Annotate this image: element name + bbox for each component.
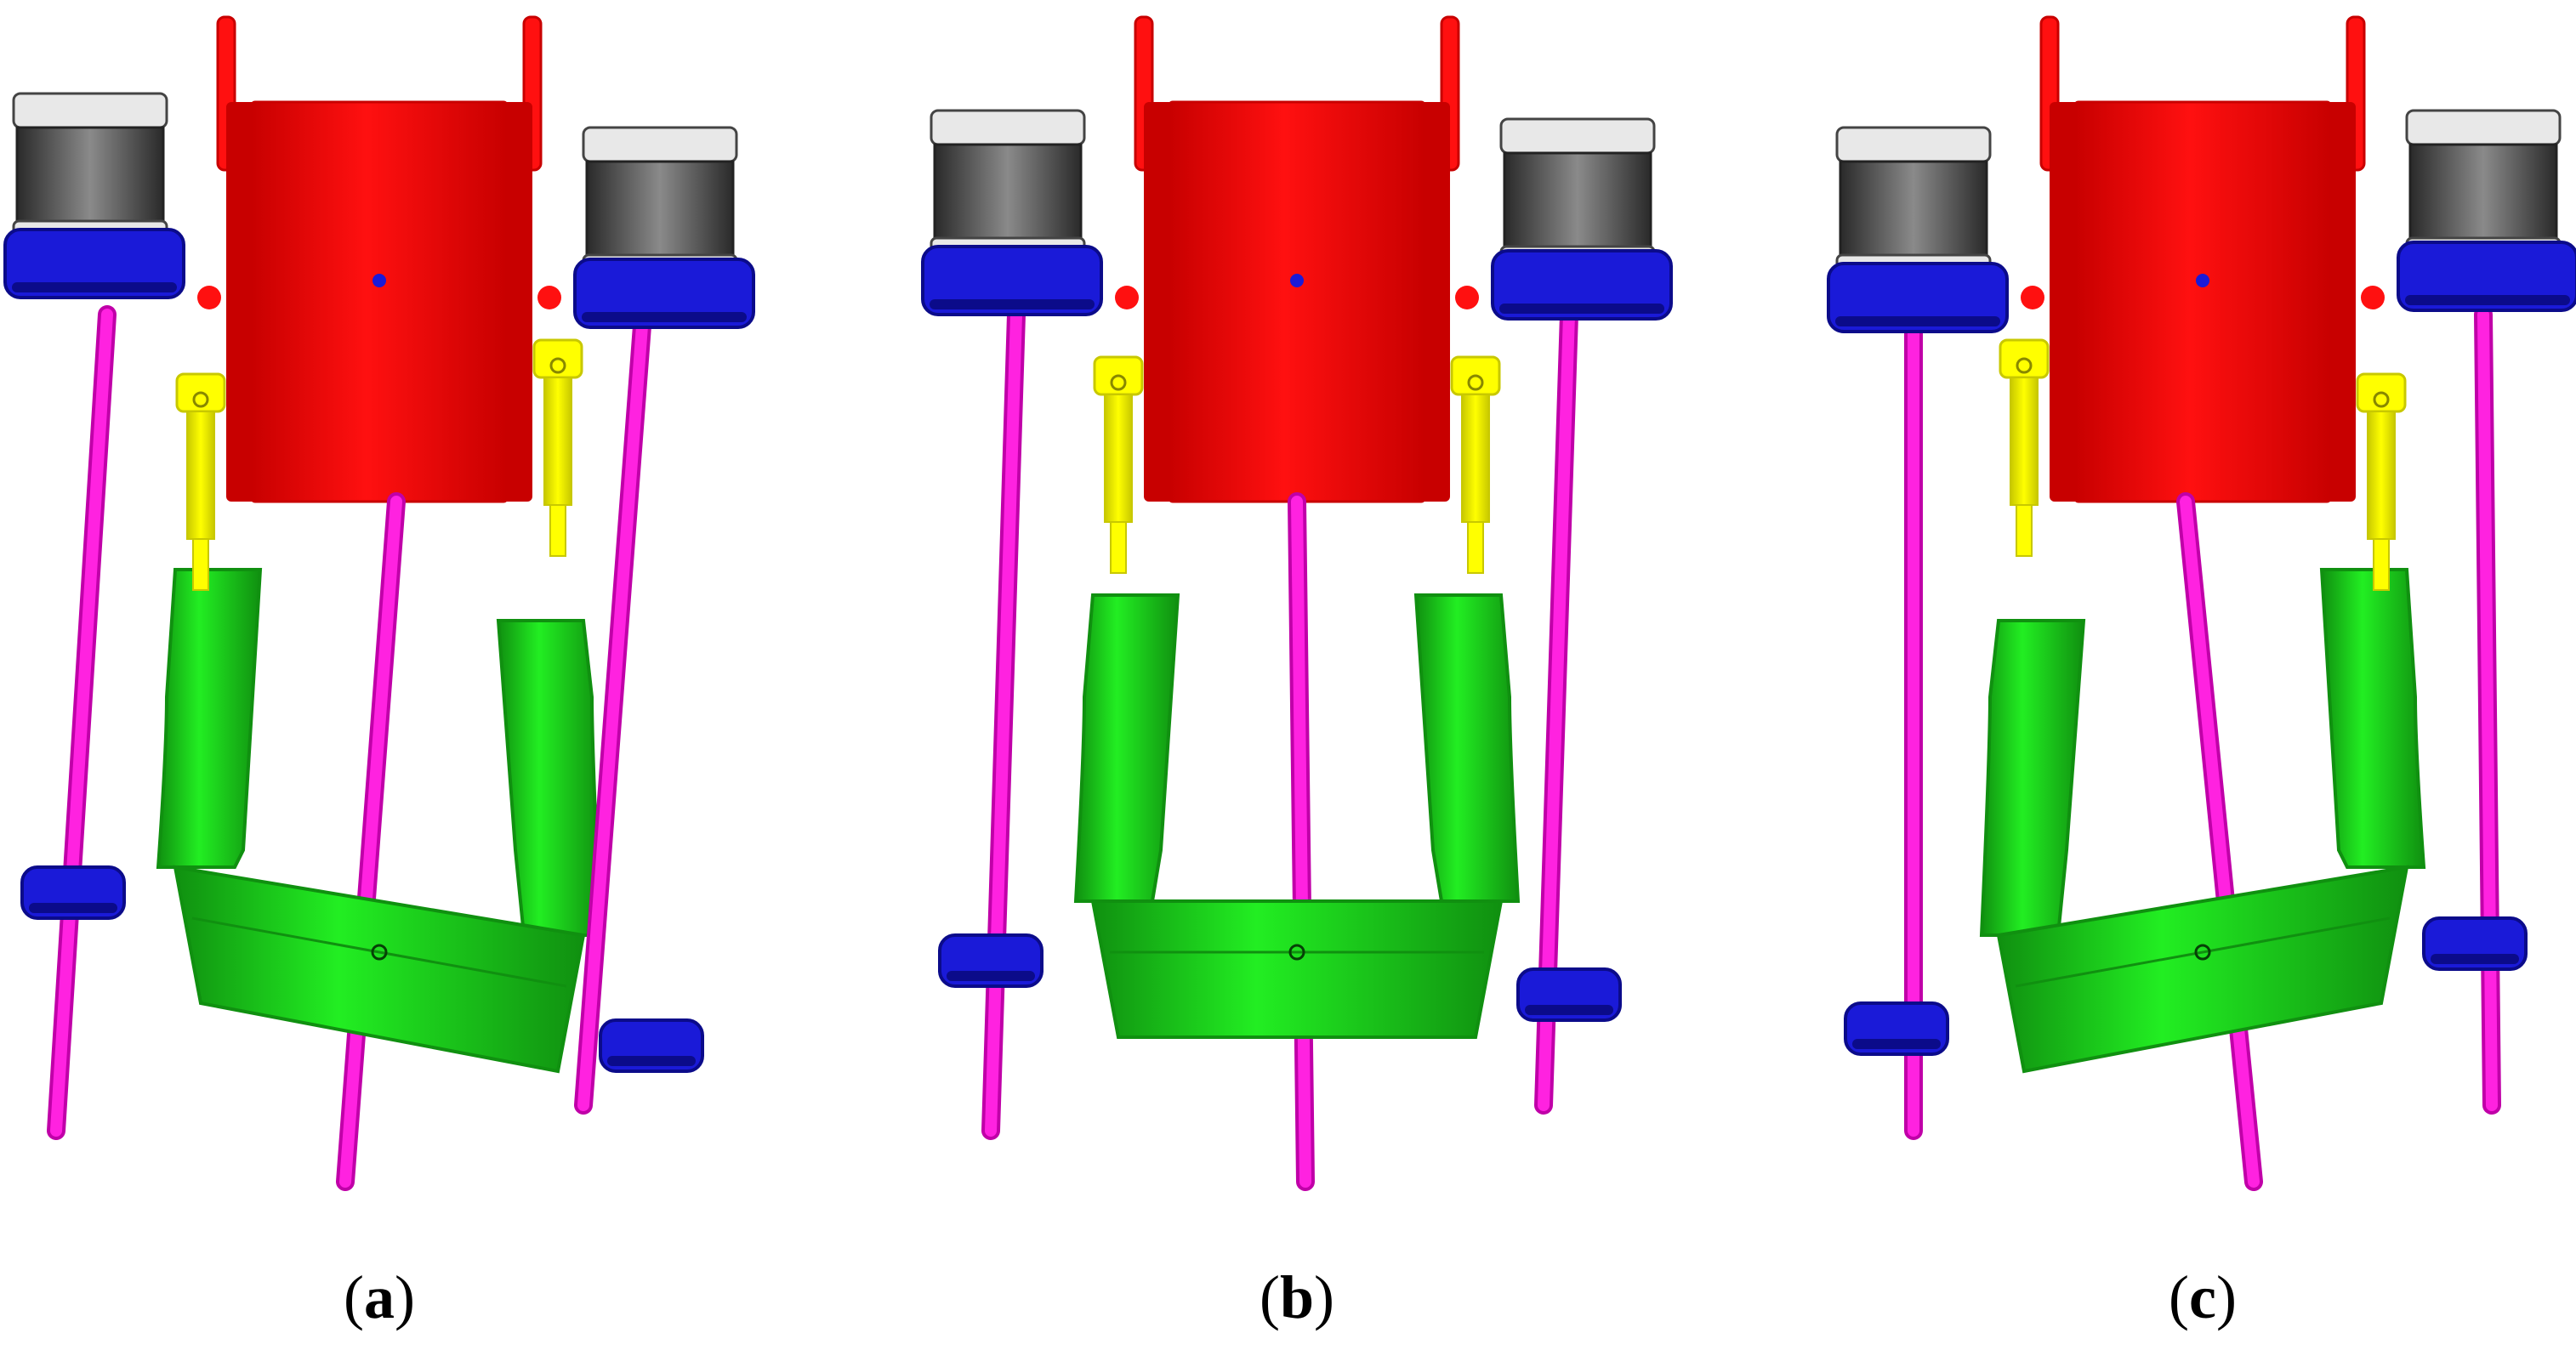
caption-c-letter: c <box>2189 1263 2216 1331</box>
mount-upper-right-shade <box>1499 304 1664 314</box>
rod-center <box>1291 496 1311 1188</box>
actuator-right-piston <box>549 504 566 557</box>
actuator-right-cylinder <box>1461 394 1490 523</box>
mount-lower-right-shade <box>1525 1005 1613 1015</box>
caption-c: (c) <box>2169 1267 2237 1328</box>
mount-upper-right <box>1491 249 1673 321</box>
actuator-left-piston <box>2016 504 2033 557</box>
caption-a-close: ) <box>395 1263 415 1331</box>
mount-upper-left <box>921 245 1103 316</box>
brace-cuff-seam <box>2015 916 2391 988</box>
brace-cuff <box>173 865 586 1074</box>
actuator-right-piston <box>1467 521 1484 574</box>
actuator-right-pin <box>549 357 566 374</box>
frame-joint-right <box>2361 286 2385 309</box>
frame-joint-right <box>1455 286 1479 309</box>
frame-center-marker <box>372 274 386 287</box>
frame-joint-left <box>2021 286 2044 309</box>
frame-joint-right <box>537 286 561 309</box>
brace-arm-right <box>496 619 603 937</box>
mount-upper-right-shade <box>2405 295 2570 305</box>
brace-arm-left <box>156 568 263 869</box>
actuator-right-piston <box>2373 538 2390 591</box>
motor-right-cap <box>1499 117 1656 155</box>
frame-cylinder <box>250 100 509 503</box>
actuator-right-pin <box>1467 374 1484 391</box>
motor-left-cap <box>930 109 1086 146</box>
caption-a-open: ( <box>344 1263 364 1331</box>
frame-cylinder <box>2073 100 2332 503</box>
brace-cuff <box>1996 865 2409 1074</box>
motor-left-body <box>1839 160 1988 257</box>
mount-upper-left <box>1827 262 2009 333</box>
brace-arm-right <box>1413 593 1521 903</box>
brace-arm-right <box>2319 568 2426 869</box>
motor-left-cap <box>1835 126 1992 163</box>
mount-upper-left-shade <box>1835 316 2000 326</box>
frame-center-marker <box>1290 274 1304 287</box>
motor-left-cap <box>12 92 168 129</box>
panel-a <box>3 15 755 1191</box>
actuator-left-piston <box>192 538 209 591</box>
frame-joint-left <box>197 286 221 309</box>
caption-c-close: ) <box>2215 1263 2237 1331</box>
caption-b-open: ( <box>1259 1263 1280 1331</box>
mount-upper-right-shade <box>582 312 747 322</box>
motor-left-body <box>15 126 165 223</box>
mount-lower-left-shade <box>1852 1039 1941 1049</box>
motor-right-cap <box>2405 109 2562 146</box>
caption-b: (b) <box>1260 1267 1334 1328</box>
actuator-left-pin <box>1110 374 1127 391</box>
mount-lower-right-shade <box>607 1056 696 1066</box>
rod-center <box>339 496 402 1188</box>
actuator-right-cylinder <box>2367 411 2396 540</box>
brace-cuff-pivot <box>371 944 388 961</box>
caption-b-close: ) <box>1314 1263 1335 1331</box>
rod-left <box>985 309 1022 1137</box>
mount-upper-left-shade <box>12 282 177 292</box>
actuator-left-cylinder <box>1104 394 1133 523</box>
motor-right-cap <box>582 126 738 163</box>
mount-upper-left <box>3 228 185 299</box>
caption-b-letter: b <box>1279 1263 1315 1331</box>
brace-cuff-seam <box>191 916 567 988</box>
frame-center-marker <box>2196 274 2209 287</box>
mount-lower-right-shade <box>2431 954 2519 964</box>
brace-arm-left <box>1073 593 1180 903</box>
motor-right-body <box>1503 151 1652 248</box>
frame-cylinder <box>1168 100 1426 503</box>
actuator-left-pin <box>192 391 209 408</box>
brace-arm-left <box>1979 619 2086 937</box>
brace-cuff <box>1090 899 1504 1039</box>
mount-upper-right <box>573 258 755 329</box>
panel-c <box>1827 15 2576 1191</box>
mount-lower-left-shade <box>947 971 1035 981</box>
actuator-left-cylinder <box>186 411 215 540</box>
panel-b <box>921 15 1673 1191</box>
actuator-left-piston <box>1110 521 1127 574</box>
rod-right <box>2477 309 2498 1111</box>
caption-c-open: ( <box>2169 1263 2190 1331</box>
brace-cuff-pivot <box>1288 944 1305 961</box>
motor-left-body <box>933 143 1083 240</box>
actuator-right-cylinder <box>543 377 572 506</box>
actuator-right-pin <box>2373 391 2390 408</box>
caption-a-letter: a <box>364 1263 395 1331</box>
rod-right <box>577 309 649 1111</box>
frame-joint-left <box>1115 286 1139 309</box>
rod-left <box>50 309 113 1137</box>
mount-upper-right <box>2397 241 2576 312</box>
mount-upper-left-shade <box>930 299 1095 309</box>
actuator-left-pin <box>2016 357 2033 374</box>
motor-right-body <box>585 160 735 257</box>
rod-center <box>2180 496 2260 1188</box>
caption-a: (a) <box>344 1267 415 1328</box>
brace-cuff-pivot <box>2194 944 2211 961</box>
mount-lower-left-shade <box>29 903 117 913</box>
motor-right-body <box>2408 143 2558 240</box>
actuator-left-cylinder <box>2010 377 2039 506</box>
